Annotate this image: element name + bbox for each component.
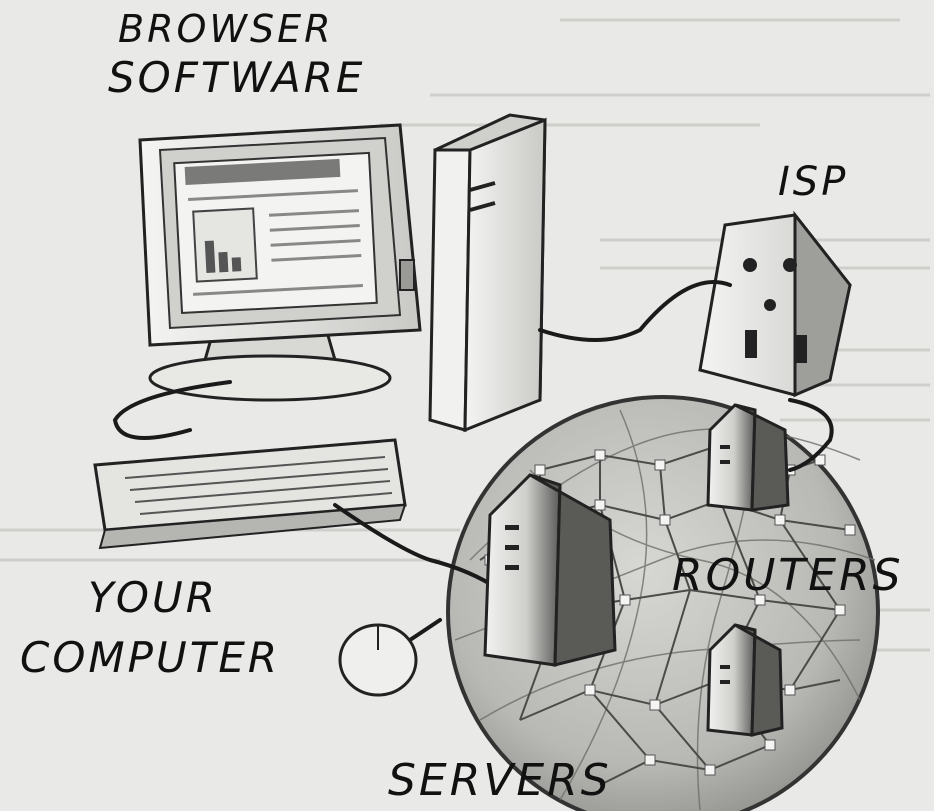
label-routers: ROUTERS	[672, 550, 904, 601]
mouse	[340, 625, 416, 695]
label-computer: COMPUTER	[20, 633, 280, 682]
isp-modem	[700, 215, 850, 395]
label-isp: ISP	[778, 159, 848, 205]
router-top	[708, 405, 788, 510]
computer-tower	[430, 115, 545, 430]
browser-window	[174, 153, 377, 313]
label-browser-line2: SOFTWARE	[108, 53, 365, 102]
label-servers: SERVERS	[388, 755, 612, 806]
monitor	[140, 125, 420, 345]
label-browser-line1: BROWSER	[118, 7, 334, 51]
keyboard	[95, 440, 405, 548]
label-your: YOUR	[88, 573, 218, 622]
